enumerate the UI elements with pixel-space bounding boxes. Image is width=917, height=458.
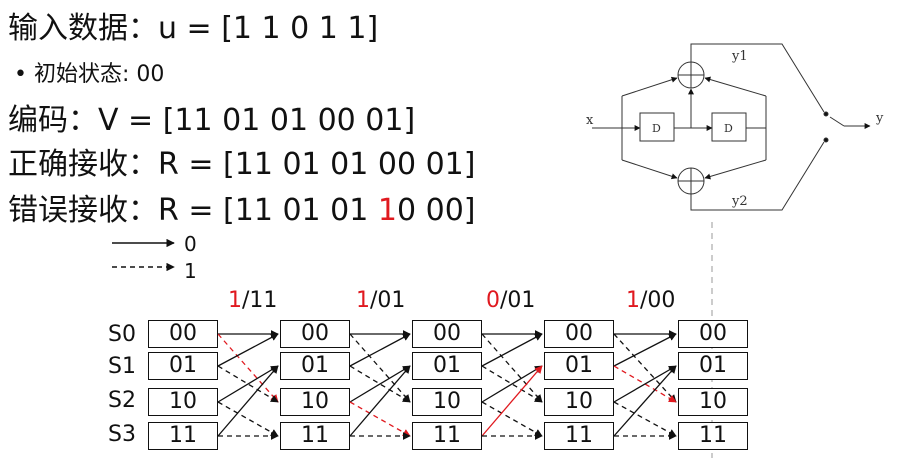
trellis-edge-t0-s1-b1 [217,365,279,403]
trellis-edge-t0-s2-b0 [217,365,279,403]
trellis-edge-t0-s2-b1 [217,401,279,437]
output-y1-path [690,43,825,113]
trellis-node-s1-t3: 01 [544,352,614,380]
trellis-edge-t0-s3-b0 [217,365,279,437]
delay-label-2: D [724,122,733,135]
trellis-edge-t1-s2-b1 [349,401,411,437]
trellis-edge-t1-s1-b0 [349,333,411,367]
output-y2-path [690,141,825,211]
trellis-edge-t2-s2-b1 [481,401,543,437]
trellis-edge-t1-s1-b1 [349,365,411,403]
error-suffix: 0 00] [396,193,476,228]
switch-contact-2 [823,137,829,143]
trellis-node-s2-t0: 10 [148,388,218,416]
trellis-edge-t0-s1-b0 [217,333,279,367]
state-label-s0: S0 [108,322,136,347]
output-y1-label: y1 [731,49,748,64]
transition-input-bit: 1 [356,288,370,313]
error-receive-line: 错误接收：R = [11 01 01 10 00] [8,196,476,226]
trellis-edge-t0-s0-b1 [217,333,279,403]
trellis-node-s0-t2: 00 [412,320,482,348]
delay-label-1: D [652,122,661,135]
switch-arm [829,116,845,127]
error-prefix: 错误接收：R = [11 01 01 [8,193,378,228]
trellis-node-s3-t2: 11 [412,422,482,450]
trellis-node-s2-t2: 10 [412,388,482,416]
tap-input-to-adder2 [621,159,678,180]
correct-receive-line: 正确接收：R = [11 01 01 00 01] [8,147,476,182]
trellis-edges [217,330,677,440]
delay-box-2 [711,112,747,142]
encoder-diagram [592,43,871,211]
error-bit: 1 [377,193,397,228]
trellis-edge-t3-s0-b1 [613,333,677,403]
transition-input-bit: 1 [626,288,640,313]
trellis-node-s2-t3: 10 [544,388,614,416]
trellis-edge-t2-s2-b0 [481,365,543,403]
trellis-edge-t1-s0-b1 [349,333,411,403]
trellis-node-s1-t2: 01 [412,352,482,380]
trellis-edge-t2-s1-b0 [481,333,543,367]
trellis-node-s0-t1: 00 [280,320,350,348]
transition-input-bit: 1 [228,288,242,313]
tap-out-to-adder1 [704,76,767,97]
state-label-s3: S3 [108,422,136,447]
state-label-s2: S2 [108,388,136,413]
trellis-node-s1-t0: 01 [148,352,218,380]
legend-solid-label: 0 [184,232,197,256]
encoder-output-label: y [875,111,884,126]
trellis-node-s0-t4: 00 [678,320,748,348]
transition-label-4: 1/00 [626,290,675,312]
trellis-edge-t1-s2-b0 [349,365,411,403]
trellis-node-s3-t0: 11 [148,422,218,450]
trellis-node-s0-t0: 00 [148,320,218,348]
trellis-edge-t2-s0-b1 [481,333,543,403]
trellis-node-s1-t4: 01 [678,352,748,380]
switch-contact-1 [823,111,829,117]
trellis-edge-t3-s2-b1 [613,401,677,437]
transition-label-3: 0/01 [486,290,535,312]
trellis-node-s2-t4: 10 [678,388,748,416]
legend-dashed-label: 1 [184,259,197,283]
trellis-edge-t3-s1-b0 [613,333,677,367]
trellis-node-s3-t3: 11 [544,422,614,450]
trellis-edge-t1-s3-b0 [349,365,411,437]
transition-output: /00 [640,288,676,313]
transition-input-bit: 0 [486,288,500,313]
transition-label-1: 1/11 [228,290,277,312]
trellis-edge-t2-s1-b1 [481,365,543,403]
output-y2-label: y2 [731,194,748,209]
transition-output: /01 [500,288,536,313]
trellis-edge-t2-s3-b0 [481,365,543,437]
trellis-edge-t3-s1-b1 [613,365,677,403]
trellis-node-s3-t1: 11 [280,422,350,450]
initial-state-line: • 初始状态: 00 [14,62,165,87]
tap-out-to-adder2 [704,159,767,180]
state-label-s1: S1 [108,354,136,379]
trellis-node-s3-t4: 11 [678,422,748,450]
transition-output: /11 [242,288,278,313]
trellis-node-s2-t1: 10 [280,388,350,416]
trellis-edge-t3-s3-b0 [613,365,677,437]
trellis-edge-t3-s2-b0 [613,365,677,403]
transition-output: /01 [370,288,406,313]
input-data-line: 输入数据：u = [1 1 0 1 1] [8,11,379,46]
delay-box-1 [639,112,675,142]
tap-input-to-adder1 [621,76,678,97]
trellis-node-s1-t1: 01 [280,352,350,380]
encoded-line: 编码：V = [11 01 01 00 01] [8,103,416,138]
encoder-input-label: x [586,113,594,128]
transition-label-2: 1/01 [356,290,405,312]
trellis-node-s0-t3: 00 [544,320,614,348]
